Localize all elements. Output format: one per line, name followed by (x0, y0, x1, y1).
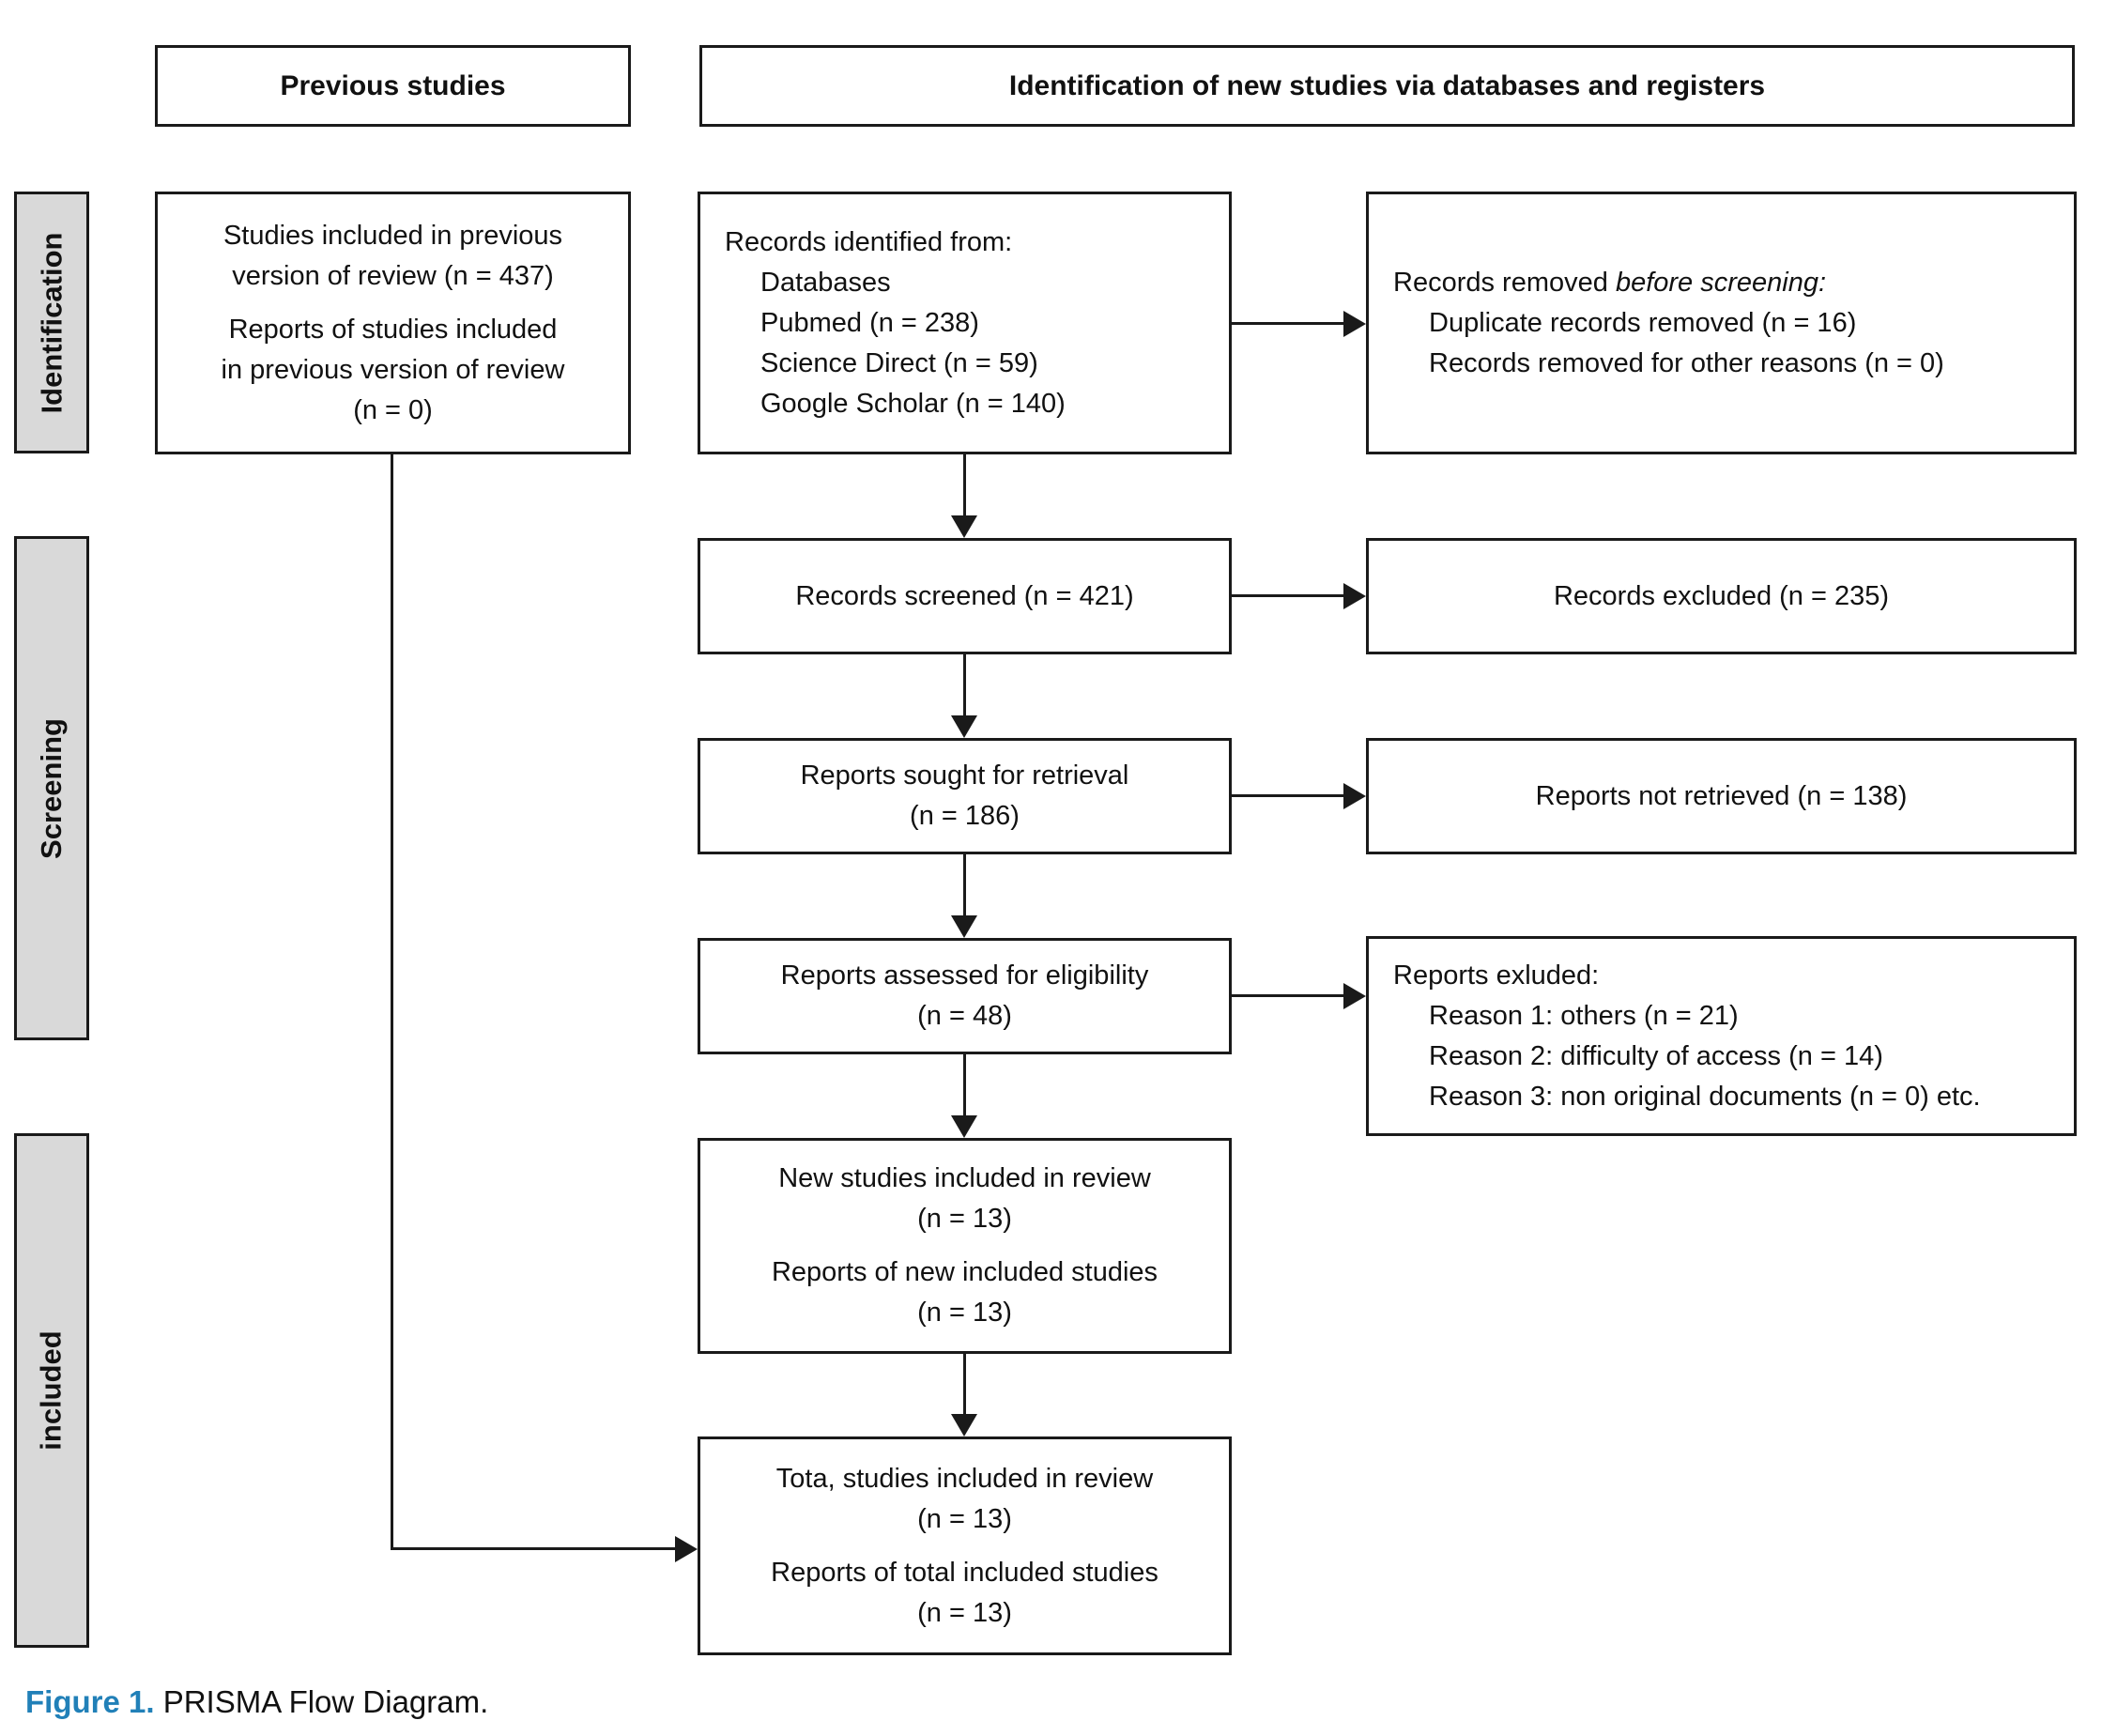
records-removed-title-italic: before screening: (1615, 267, 1827, 298)
records-removed-item-2: Records removed for other reasons (n = 0… (1429, 347, 1944, 378)
new-studies-line-1: New studies included in review (778, 1163, 1151, 1193)
arrow-line-assessed-to-new (963, 1052, 966, 1117)
previous-studies-line-1: Studies included in previous (222, 220, 563, 251)
figure-caption: Figure 1. PRISMA Flow Diagram. (25, 1683, 488, 1721)
box-records-identified: Records identified from: Databases Pubme… (698, 192, 1232, 454)
records-screened-label: Records screened (n = 421) (795, 580, 1134, 611)
box-records-screened: Records screened (n = 421) (698, 538, 1232, 654)
records-removed-title: Records removed before screening: (1393, 263, 2064, 303)
arrowhead-identified-to-screened (951, 515, 977, 538)
reports-excluded-reason-1: Reason 1: others (n = 21) (1429, 1000, 1739, 1031)
box-reports-not-retrieved: Reports not retrieved (n = 138) (1366, 738, 2077, 854)
reports-assessed-line-1: Reports assessed for eligibility (780, 960, 1149, 991)
box-total-studies-included: Tota, studies included in review (n = 13… (698, 1436, 1232, 1655)
previous-studies-line-3: Reports of studies included (228, 314, 558, 345)
arrow-line-assessed-to-excluded (1230, 994, 1345, 997)
box-reports-sought: Reports sought for retrieval (n = 186) (698, 738, 1232, 854)
reports-sought-line-2: (n = 186) (910, 801, 1020, 831)
reports-not-retrieved-label: Reports not retrieved (n = 138) (1535, 780, 1908, 811)
total-studies-line-3: Reports of total included studies (771, 1557, 1158, 1588)
records-identified-item-3: Science Direct (n = 59) (760, 347, 1038, 378)
arrowhead-sought-to-notretrieved (1343, 783, 1366, 809)
records-identified-title: Records identified from: (725, 226, 1013, 257)
header-identification-label: Identification of new studies via databa… (1008, 69, 1766, 101)
sidebar-identification: Identification (14, 192, 89, 453)
arrow-line-new-to-total (963, 1352, 966, 1416)
box-reports-excluded: Reports exluded: Reason 1: others (n = 2… (1366, 936, 2077, 1136)
arrowhead-screened-to-sought (951, 715, 977, 738)
records-removed-item-1: Duplicate records removed (n = 16) (1429, 307, 1857, 338)
arrow-line-sought-to-assessed (963, 853, 966, 917)
box-reports-assessed: Reports assessed for eligibility (n = 48… (698, 938, 1232, 1054)
records-excluded-label: Records excluded (n = 235) (1553, 580, 1890, 611)
arrowhead-assessed-to-new (951, 1115, 977, 1138)
total-studies-line-2: (n = 13) (917, 1503, 1012, 1534)
previous-studies-line-2: version of review (n = 437) (232, 260, 554, 291)
records-identified-item-4: Google Scholar (n = 140) (760, 388, 1066, 419)
header-previous-studies-label: Previous studies (280, 69, 506, 101)
header-identification-new-studies: Identification of new studies via databa… (699, 45, 2075, 127)
elbow-line-previous-vertical (391, 453, 393, 1549)
previous-studies-line-5: (n = 0) (353, 394, 433, 425)
previous-studies-line-4: in previous version of review (221, 354, 565, 385)
arrow-line-screened-to-sought (963, 653, 966, 717)
box-previous-studies: Studies included in previous version of … (155, 192, 631, 454)
records-identified-item-1: Databases (760, 267, 891, 298)
arrow-line-identified-to-removed (1230, 322, 1345, 325)
total-studies-line-4: (n = 13) (917, 1597, 1012, 1628)
reports-excluded-reason-3: Reason 3: non original documents (n = 0)… (1429, 1081, 1981, 1112)
arrowhead-previous-to-total (675, 1536, 698, 1562)
figure-caption-text: PRISMA Flow Diagram. (154, 1684, 489, 1719)
sidebar-screening-label: Screening (35, 717, 69, 859)
reports-excluded-title: Reports exluded: (1393, 960, 1600, 991)
records-removed-title-prefix: Records removed (1393, 267, 1616, 298)
new-studies-line-4: (n = 13) (917, 1298, 1012, 1328)
arrowhead-identified-to-removed (1343, 311, 1366, 337)
figure-caption-label: Figure 1. (25, 1684, 155, 1719)
new-studies-line-2: (n = 13) (917, 1204, 1012, 1234)
arrow-line-sought-to-notretrieved (1230, 794, 1345, 797)
reports-sought-line-1: Reports sought for retrieval (800, 760, 1129, 791)
sidebar-identification-label: Identification (35, 232, 69, 413)
box-records-excluded: Records excluded (n = 235) (1366, 538, 2077, 654)
records-identified-item-2: Pubmed (n = 238) (760, 307, 979, 338)
header-previous-studies: Previous studies (155, 45, 631, 127)
new-studies-line-3: Reports of new included studies (771, 1257, 1158, 1287)
total-studies-line-1: Tota, studies included in review (775, 1463, 1154, 1494)
arrow-line-screened-to-excluded (1230, 594, 1345, 597)
reports-assessed-line-2: (n = 48) (917, 1001, 1012, 1031)
arrowhead-new-to-total (951, 1414, 977, 1436)
reports-excluded-reason-2: Reason 2: difficulty of access (n = 14) (1429, 1040, 1883, 1071)
sidebar-included: included (14, 1133, 89, 1648)
box-records-removed: Records removed before screening: Duplic… (1366, 192, 2077, 454)
arrowhead-screened-to-excluded (1343, 583, 1366, 609)
elbow-line-previous-horizontal (391, 1547, 677, 1550)
sidebar-included-label: included (35, 1330, 69, 1451)
box-new-studies-included: New studies included in review (n = 13) … (698, 1138, 1232, 1354)
arrowhead-assessed-to-excluded (1343, 983, 1366, 1009)
sidebar-screening: Screening (14, 536, 89, 1040)
arrow-line-identified-to-screened (963, 453, 966, 517)
arrowhead-sought-to-assessed (951, 915, 977, 938)
